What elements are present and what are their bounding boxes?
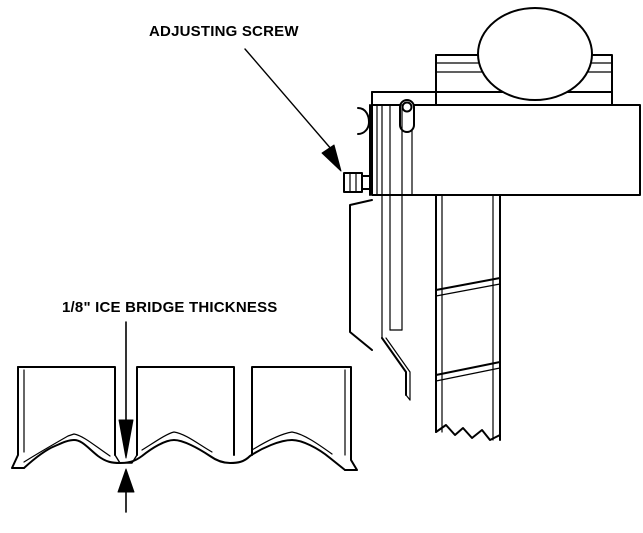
ice-bridge-thickness-label: 1/8" ICE BRIDGE THICKNESS <box>62 299 278 316</box>
cylinder <box>478 8 592 100</box>
adjusting-screw-label: ADJUSTING SCREW <box>149 23 299 40</box>
evaporator-assembly <box>344 8 640 440</box>
evaporator-tube <box>436 195 500 440</box>
adjusting-screw-part <box>344 173 372 192</box>
ice-cube-profile <box>12 367 357 470</box>
ice-bridge-arrows <box>118 322 134 512</box>
adjusting-screw-leader <box>245 49 341 171</box>
actuator-plate <box>350 105 410 400</box>
